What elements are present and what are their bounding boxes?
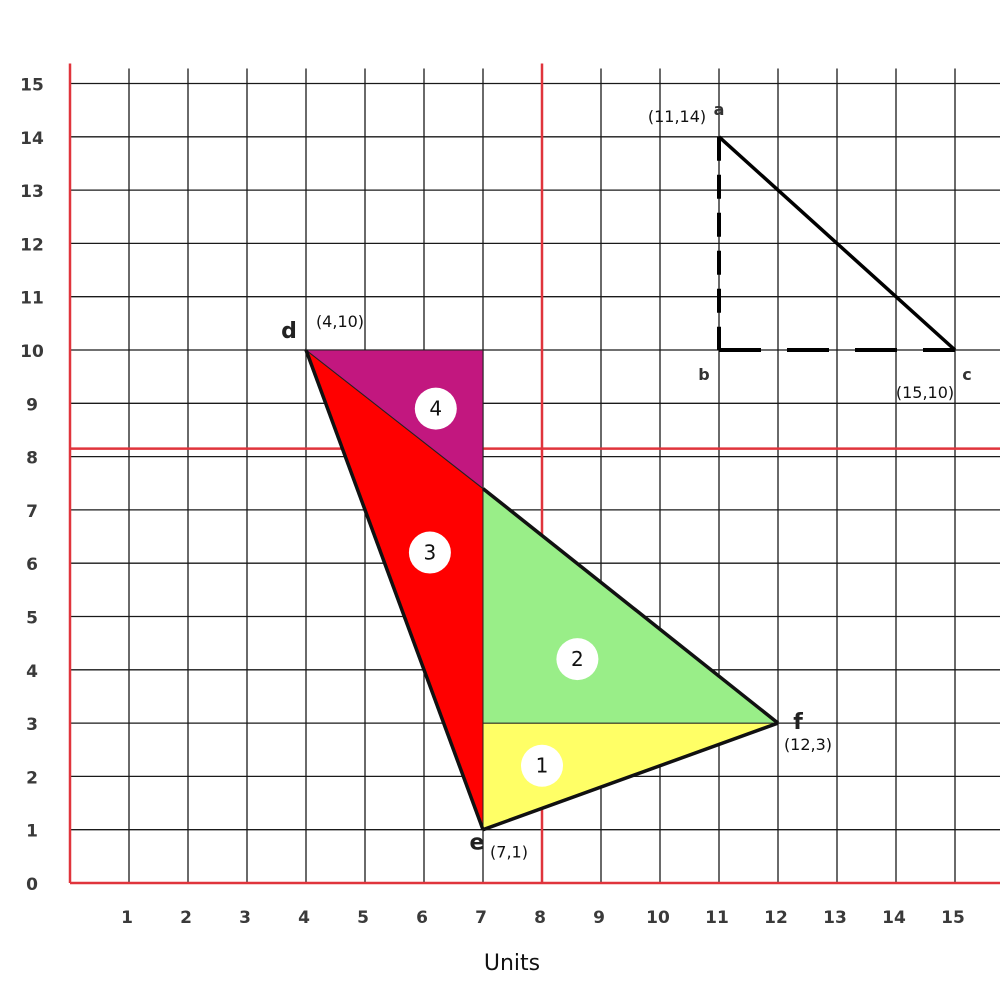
x-tick-label: 1	[121, 908, 133, 928]
region-number-markers: 1 2 3 4	[408, 387, 599, 787]
region-marker-circle	[414, 387, 457, 430]
y-tick-label: 9	[26, 395, 38, 415]
region-marker-circle	[408, 531, 451, 574]
x-tick-label: 4	[298, 908, 310, 928]
vertex-coord-a: (11,14)	[648, 107, 706, 126]
vertex-coord-d: (4,10)	[316, 312, 364, 331]
edge-ef	[482, 721, 779, 832]
y-tick-label: 12	[20, 235, 44, 255]
y-tick-label: 4	[26, 662, 38, 682]
x-tick-label: 10	[646, 908, 670, 928]
y-tick-label: 6	[26, 555, 38, 575]
x-tick-label: 6	[416, 908, 428, 928]
x-tick-label: 15	[941, 908, 965, 928]
edge-f-upper	[481, 487, 780, 725]
y-tick-label: 14	[20, 129, 44, 149]
region-number-3: 3	[424, 541, 437, 565]
x-tick-label: 14	[882, 908, 906, 928]
y-tick-label: 8	[26, 449, 38, 469]
y-tick-label: 13	[20, 182, 44, 202]
x-tick-label: 5	[357, 908, 369, 928]
region-number-4: 4	[429, 397, 442, 421]
x-tick-label: 9	[593, 908, 605, 928]
y-tick-label: 11	[20, 289, 44, 309]
vertex-name-b: b	[698, 365, 709, 384]
region-marker-circle	[521, 744, 563, 787]
region-number-2: 2	[571, 647, 584, 671]
y-tick-label: 5	[26, 609, 38, 629]
triangle-region-4	[304, 349, 484, 490]
vertex-coord-e: (7,1)	[490, 843, 528, 862]
reference-triangle-abc	[717, 135, 957, 352]
grid-lines	[68, 63, 1000, 885]
region-marker-circle	[556, 638, 599, 681]
x-tick-label: 3	[239, 908, 251, 928]
vertex-coord-c: (15,10)	[896, 383, 954, 402]
triangle-outlines	[304, 349, 780, 832]
vertex-coord-f: (12,3)	[784, 735, 832, 754]
y-tick-label: 0	[26, 875, 38, 895]
edge-de	[304, 349, 485, 831]
y-tick-label: 10	[20, 342, 44, 362]
x-tick-label: 2	[180, 908, 192, 928]
x-tick-label: 8	[534, 908, 546, 928]
x-axis-label: Units	[484, 951, 540, 976]
y-tick-label: 1	[26, 822, 38, 842]
vertex-name-e: e	[470, 831, 485, 856]
vertex-name-c: c	[962, 365, 971, 384]
x-tick-label: 12	[764, 908, 788, 928]
vertex-name-a: a	[714, 100, 725, 119]
edge-ac	[717, 135, 957, 352]
y-tick-label: 3	[26, 715, 38, 735]
x-tick-label: 13	[823, 908, 847, 928]
vertex-labels: d (4,10) e (7,1) f(12,3) a (11,14) b c (15,10)	[281, 100, 972, 862]
vertex-name-f: f	[793, 710, 803, 735]
x-tick-label: 11	[705, 908, 729, 928]
x-tick-label: 7	[475, 908, 487, 928]
y-tick-label: 7	[26, 502, 38, 522]
region-number-1: 1	[536, 754, 549, 778]
y-tick-label: 2	[26, 768, 38, 788]
vertex-name-d: d	[281, 319, 297, 344]
y-tick-label: 15	[20, 76, 44, 96]
